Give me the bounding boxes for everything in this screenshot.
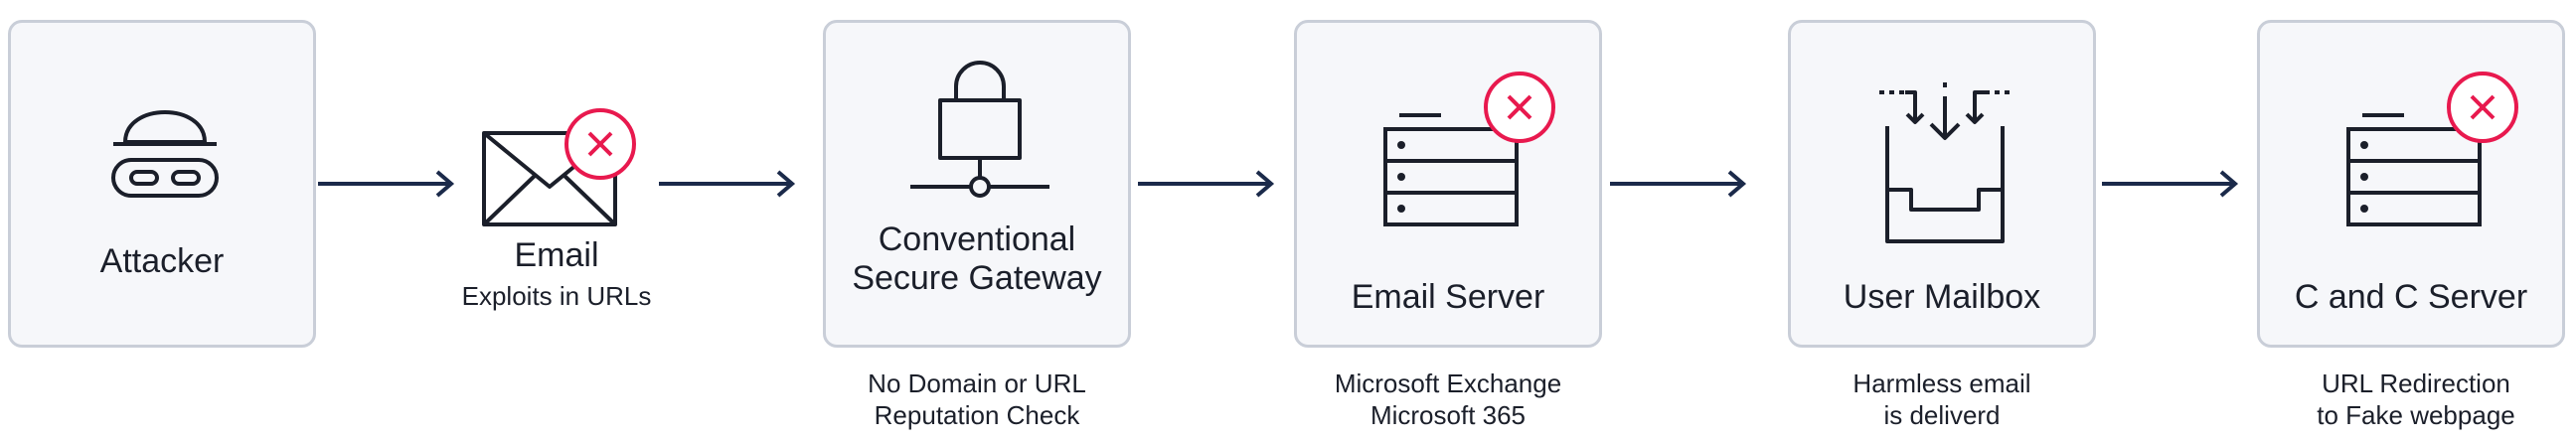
node-label: C and C Server [2294, 278, 2528, 316]
caption-line1: Harmless email [1852, 368, 2031, 398]
node-attacker: Attacker [8, 20, 316, 348]
node-sublabel: Exploits in URLs [461, 281, 652, 311]
flow-arrow [318, 170, 455, 198]
error-x-icon [564, 108, 636, 180]
node-caption: Harmless email is deliverd [1788, 368, 2096, 431]
flow-arrow [659, 170, 796, 198]
node-label: Email [514, 236, 599, 274]
node-caption: URL Redirection to Fake webpage [2257, 368, 2575, 431]
caption-line2: Reputation Check [874, 400, 1080, 430]
node-user-mailbox: User Mailbox [1788, 20, 2096, 348]
error-x-icon [2447, 72, 2518, 143]
node-label-line2: Secure Gateway [852, 259, 1102, 297]
inbox-icon [1879, 82, 2011, 243]
caption-line2: is deliverd [1883, 400, 2001, 430]
node-label: Email Server [1351, 278, 1545, 316]
node-email-server: Email Server [1294, 20, 1602, 348]
flow-arrow [2102, 170, 2239, 198]
padlock-icon [910, 61, 1049, 198]
flow-arrow [1138, 170, 1275, 198]
caption-line1: Microsoft Exchange [1334, 368, 1562, 398]
server-icon [1383, 113, 1519, 226]
node-label: User Mailbox [1843, 278, 2041, 316]
server-icon [2346, 113, 2482, 226]
caption-line1: URL Redirection [2322, 368, 2510, 398]
node-c-and-c-server: C and C Server [2257, 20, 2565, 348]
node-label-line1: Conventional [878, 220, 1076, 258]
caption-line2: to Fake webpage [2317, 400, 2515, 430]
error-x-icon [1484, 72, 1555, 143]
node-caption: No Domain or URL Reputation Check [823, 368, 1131, 431]
caption-line1: No Domain or URL [868, 368, 1086, 398]
caption-line2: Microsoft 365 [1369, 400, 1527, 430]
flow-arrow [1610, 170, 1747, 198]
node-caption: Microsoft Exchange Microsoft 365 [1294, 368, 1602, 431]
attacker-icon [111, 110, 219, 198]
node-label: Attacker [99, 242, 225, 280]
node-secure-gateway: Conventional Secure Gateway [823, 20, 1131, 348]
